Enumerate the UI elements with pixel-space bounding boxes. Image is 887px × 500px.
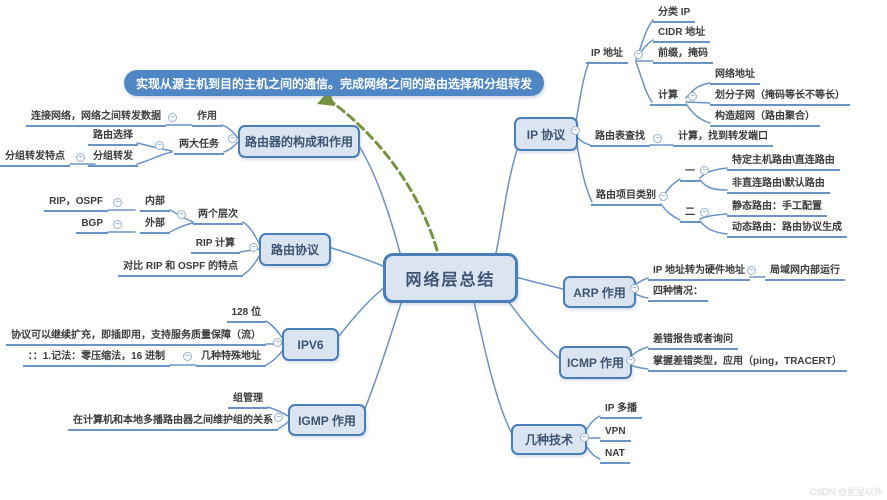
collapse-icon[interactable] <box>177 210 186 219</box>
topic-tech[interactable]: 几种技术 <box>511 424 587 455</box>
leaf-router-role[interactable]: 作用 <box>192 111 222 127</box>
collapse-icon[interactable] <box>700 208 709 217</box>
collapse-icon[interactable] <box>76 153 85 162</box>
leaf-ip-multicast[interactable]: IP 多播 <box>600 403 643 419</box>
leaf-dynamic-route[interactable]: 动态路由：路由协议生成 <box>727 222 847 238</box>
collapse-icon[interactable] <box>580 433 589 442</box>
collapse-icon[interactable] <box>634 50 643 59</box>
leaf-supernet[interactable]: 构造超网（路由聚合） <box>710 111 820 127</box>
collapse-icon[interactable] <box>659 192 668 201</box>
leaf-static-route[interactable]: 静态路由：手工配置 <box>727 201 827 217</box>
collapse-icon[interactable] <box>273 338 282 347</box>
leaf-arp-convert[interactable]: IP 地址转为硬件地址 <box>648 265 751 281</box>
dashed-arrow <box>317 90 439 252</box>
collapse-icon[interactable] <box>626 356 635 365</box>
leaf-forward-feature[interactable]: 分组转发特点 <box>0 151 70 167</box>
collapse-icon[interactable] <box>113 198 122 207</box>
leaf-task-route[interactable]: 路由选择 <box>88 130 138 146</box>
leaf-category-two[interactable]: 二 <box>680 207 700 223</box>
leaf-net-addr[interactable]: 网络地址 <box>710 69 760 85</box>
leaf-maintain[interactable]: 在计算机和本地多播路由器之间维护组的关系 <box>68 415 278 431</box>
leaf-nat[interactable]: NAT <box>600 448 630 464</box>
leaf-calc[interactable]: 计算 <box>650 90 686 106</box>
collapse-icon[interactable] <box>228 134 237 143</box>
leaf-arp-four[interactable]: 四种情况： <box>648 286 708 302</box>
leaf-icmp-types[interactable]: 掌握差错类型，应用（ping，TRACERT） <box>648 356 847 372</box>
leaf-ip-address[interactable]: IP 地址 <box>586 48 629 64</box>
leaf-two-levels[interactable]: 两个层次 <box>193 209 243 225</box>
watermark: CSDN @星星以外 <box>809 487 883 497</box>
leaf-special-addresses[interactable]: 几种特殊地址 <box>196 351 266 367</box>
collapse-icon[interactable] <box>249 243 258 252</box>
leaf-route-lookup[interactable]: 路由表查找 <box>590 131 650 147</box>
leaf-arp-lan[interactable]: 局域网内部运行 <box>765 265 845 281</box>
leaf-router-role-child[interactable]: 连接网络，网络之间转发数据 <box>26 111 166 127</box>
leaf-rip-calc[interactable]: RIP 计算 <box>190 238 240 254</box>
collapse-icon[interactable] <box>653 134 662 143</box>
leaf-task-forward[interactable]: 分组转发 <box>88 151 138 167</box>
collapse-icon[interactable] <box>183 352 192 361</box>
collapse-icon[interactable] <box>630 284 639 293</box>
leaf-prefix-mask[interactable]: 前缀，掩码 <box>653 48 713 64</box>
topic-ip-protocol[interactable]: IP 协议 <box>514 117 578 151</box>
leaf-two-tasks[interactable]: 两大任务 <box>174 139 224 155</box>
leaf-icmp-error[interactable]: 差错报告或者询问 <box>648 334 738 350</box>
leaf-group-mgmt[interactable]: 组管理 <box>228 393 268 409</box>
leaf-vpn[interactable]: VPN <box>600 426 631 442</box>
leaf-external[interactable]: 外部 <box>140 218 170 234</box>
topic-router[interactable]: 路由器的构成和作用 <box>238 125 360 158</box>
leaf-category-one[interactable]: 一 <box>680 166 700 182</box>
collapse-icon[interactable] <box>571 126 580 135</box>
leaf-classified-ip[interactable]: 分类 IP <box>653 7 696 23</box>
topic-ipv6[interactable]: IPV6 <box>282 328 339 361</box>
collapse-icon[interactable] <box>747 266 756 275</box>
collapse-icon[interactable] <box>688 92 697 101</box>
leaf-host-route[interactable]: 特定主机路由\直连路由 <box>727 155 840 171</box>
floating-topic-banner[interactable]: 实现从源主机到目的主机之间的通信。完成网络之间的路由选择和分组转发 <box>124 70 545 96</box>
leaf-internal[interactable]: 内部 <box>140 196 170 212</box>
central-topic[interactable]: 网络层总结 <box>383 253 518 303</box>
leaf-external-child[interactable]: BGP <box>76 218 108 234</box>
topic-arp[interactable]: ARP 作用 <box>563 276 636 308</box>
leaf-128-bits[interactable]: 128 位 <box>226 307 266 323</box>
leaf-ipv6-features[interactable]: 协议可以继续扩充，即插即用，支持服务质量保障（流） <box>6 330 266 346</box>
leaf-subnet[interactable]: 划分子网（掩码等长不等长） <box>710 90 850 106</box>
collapse-icon[interactable] <box>113 220 122 229</box>
leaf-cidr[interactable]: CIDR 地址 <box>653 27 711 43</box>
leaf-route-lookup-child[interactable]: 计算，找到转发端口 <box>673 131 773 147</box>
leaf-internal-child[interactable]: RIP，OSPF <box>44 196 108 212</box>
leaf-compare[interactable]: 对比 RIP 和 OSPF 的特点 <box>118 261 243 277</box>
leaf-route-items[interactable]: 路由项目类别 <box>591 190 661 206</box>
collapse-icon[interactable] <box>155 141 164 150</box>
leaf-special-child[interactable]: ：：1.记法：零压缩法，16 进制 <box>22 351 170 367</box>
collapse-icon[interactable] <box>700 166 709 175</box>
collapse-icon[interactable] <box>168 113 177 122</box>
topic-icmp[interactable]: ICMP 作用 <box>559 346 632 379</box>
topic-igmp[interactable]: IGMP 作用 <box>288 404 366 436</box>
collapse-icon[interactable] <box>274 413 283 422</box>
topic-routing-protocol[interactable]: 路由协议 <box>259 233 331 266</box>
leaf-default-route[interactable]: 非直连路由\默认路由 <box>727 178 830 194</box>
